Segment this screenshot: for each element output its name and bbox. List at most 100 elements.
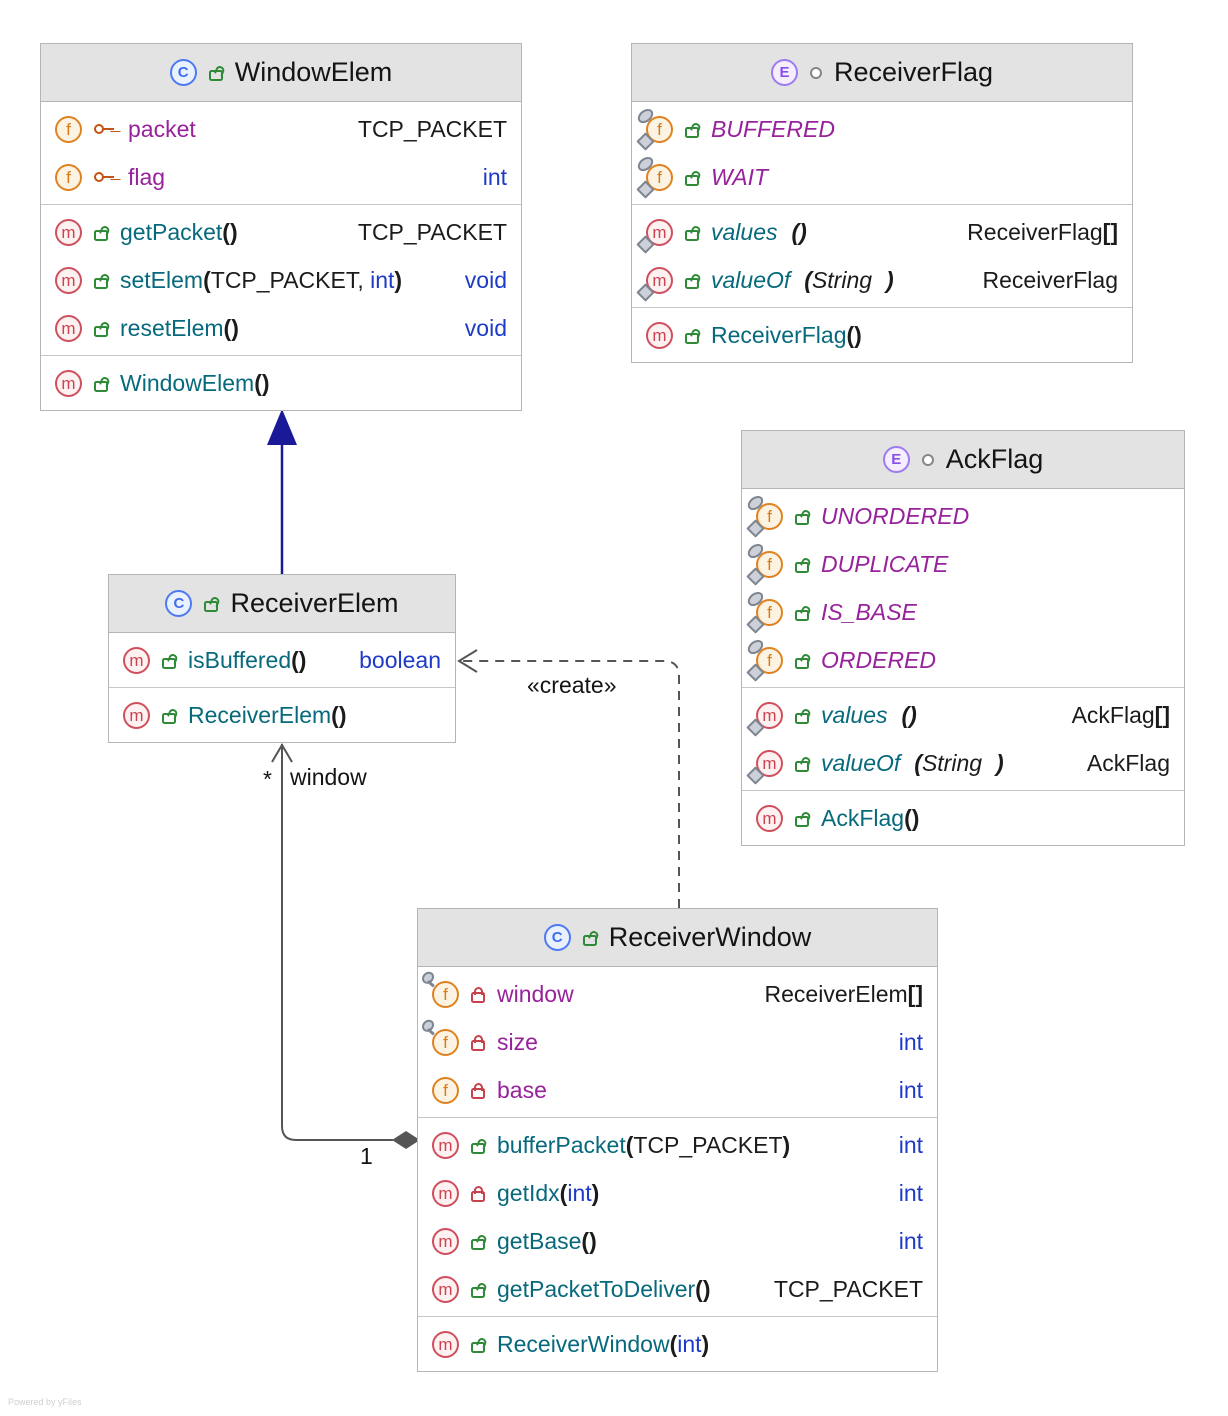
public-lock-icon (162, 657, 176, 669)
field-icon: f (55, 115, 82, 143)
public-lock-icon (795, 513, 809, 525)
class-node-receiverwindow[interactable]: C ReceiverWindow f window ReceiverElem[]… (417, 908, 938, 1372)
public-lock-icon (94, 229, 108, 241)
public-lock-icon (795, 561, 809, 573)
constants-section: f UNORDERED f DUPLICATE f IS_BASE f ORDE… (742, 489, 1184, 687)
field-row-packet: f packet TCP_PACKET (41, 105, 521, 153)
public-lock-icon (685, 277, 699, 289)
method-icon: m (432, 1330, 459, 1358)
method-row-setelem: m setElem(TCP_PACKET, int) void (41, 256, 521, 304)
method-icon: m (646, 321, 673, 349)
fields-section: f window ReceiverElem[] f size int f bas… (418, 967, 937, 1117)
private-lock-icon (471, 1082, 485, 1099)
constructor-row: m AckFlag() (742, 794, 1184, 842)
constructor-row: m ReceiverElem() (109, 691, 455, 739)
public-lock-icon (94, 325, 108, 337)
key-icon (94, 170, 116, 184)
static-method-icon: m (636, 218, 673, 254)
static-final-field-icon: f (635, 153, 673, 199)
private-lock-icon (471, 1185, 485, 1202)
edge-label-create: «create» (527, 672, 617, 698)
methods-section: m bufferPacket(TCP_PACKET) int m getIdx(… (418, 1118, 937, 1316)
enum-constant-row-ordered: f ORDERED (742, 636, 1184, 684)
aggregation-arrowhead-icon (271, 743, 293, 763)
enum-header-receiverflag: E ReceiverFlag (632, 44, 1132, 102)
enum-constant-row-unordered: f UNORDERED (742, 492, 1184, 540)
powered-by-yfiles-watermark: Powered by yFiles (8, 1397, 82, 1407)
package-visibility-icon (921, 453, 934, 466)
method-icon: m (55, 266, 82, 294)
method-icon: m (432, 1227, 459, 1255)
method-row-values: m values() ReceiverFlag[] (632, 208, 1132, 256)
method-icon: m (756, 804, 783, 832)
enum-node-ackflag[interactable]: E AckFlag f UNORDERED f DUPLICATE f IS_B… (741, 430, 1185, 846)
public-lock-icon (94, 277, 108, 289)
static-final-field-icon: f (635, 105, 673, 151)
enum-node-receiverflag[interactable]: E ReceiverFlag f BUFFERED f WAIT m value… (631, 43, 1133, 363)
method-row-getidx: m getIdx(int) int (418, 1169, 937, 1217)
public-lock-icon (685, 229, 699, 241)
field-icon: f (55, 163, 82, 191)
methods-section: m values() AckFlag[] m valueOf(String) A… (742, 688, 1184, 790)
constructor-section: m ReceiverFlag() (632, 308, 1132, 362)
public-lock-icon (685, 174, 699, 186)
methods-section: m getPacket() TCP_PACKET m setElem(TCP_P… (41, 205, 521, 355)
class-header-receiverwindow: C ReceiverWindow (418, 909, 937, 967)
static-final-field-icon: f (745, 588, 783, 634)
class-icon: C (543, 924, 571, 951)
final-pin-icon (421, 1018, 439, 1038)
method-icon: m (432, 1179, 459, 1207)
public-lock-icon (685, 126, 699, 138)
method-icon: m (123, 646, 150, 674)
static-final-field-icon: f (745, 636, 783, 682)
public-lock-icon (162, 712, 176, 724)
class-icon: C (165, 590, 193, 617)
public-lock-icon (795, 760, 809, 772)
public-lock-icon (795, 712, 809, 724)
method-icon: m (123, 701, 150, 729)
public-lock-icon (471, 1341, 485, 1353)
static-method-icon: m (746, 749, 783, 785)
field-icon: f (432, 1076, 459, 1104)
constructor-section: m WindowElem() (41, 356, 521, 410)
class-header-receiverelem: C ReceiverElem (109, 575, 455, 633)
constructor-section: m ReceiverElem() (109, 688, 455, 742)
enum-icon: E (882, 446, 910, 473)
private-lock-icon (471, 1034, 485, 1051)
method-row-getbase: m getBase() int (418, 1217, 937, 1265)
public-lock-icon (94, 380, 108, 392)
class-header-windowelem: C WindowElem (41, 44, 521, 102)
field-row-window: f window ReceiverElem[] (418, 970, 937, 1018)
public-lock-icon (685, 332, 699, 344)
constructor-row: m WindowElem() (41, 359, 521, 407)
public-lock-icon (208, 70, 223, 81)
create-dependency-edge[interactable] (461, 660, 680, 908)
methods-section: m values() ReceiverFlag[] m valueOf(Stri… (632, 205, 1132, 307)
final-field-icon: f (432, 980, 459, 1008)
constants-section: f BUFFERED f WAIT (632, 102, 1132, 204)
final-field-icon: f (432, 1028, 459, 1056)
key-icon (94, 122, 116, 136)
public-lock-icon (204, 601, 219, 612)
class-node-windowelem[interactable]: C WindowElem f packet TCP_PACKET f flag … (40, 43, 522, 411)
aggregation-edge[interactable] (281, 744, 393, 1141)
static-final-field-icon: f (745, 540, 783, 586)
method-icon: m (55, 369, 82, 397)
method-row-getpacket: m getPacket() TCP_PACKET (41, 208, 521, 256)
field-row-flag: f flag int (41, 153, 521, 201)
method-icon: m (432, 1275, 459, 1303)
package-visibility-icon (809, 66, 822, 79)
public-lock-icon (582, 935, 597, 946)
private-lock-icon (471, 986, 485, 1003)
static-final-field-icon: f (745, 492, 783, 538)
public-lock-icon (795, 815, 809, 827)
inheritance-arrowhead-icon (267, 409, 297, 445)
fields-section: f packet TCP_PACKET f flag int (41, 102, 521, 204)
enum-constant-row-wait: f WAIT (632, 153, 1132, 201)
enum-constant-row-buffered: f BUFFERED (632, 105, 1132, 153)
field-row-size: f size int (418, 1018, 937, 1066)
class-node-receiverelem[interactable]: C ReceiverElem m isBuffered() boolean m … (108, 574, 456, 743)
final-pin-icon (421, 970, 439, 990)
enum-icon: E (770, 59, 798, 86)
